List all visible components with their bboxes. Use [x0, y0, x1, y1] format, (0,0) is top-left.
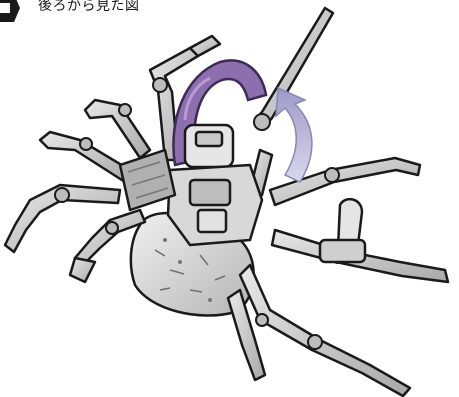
- step-marker-icon: [0, 0, 20, 28]
- view-caption: 後ろから見た図: [38, 0, 140, 16]
- rotation-arrow-icon: [276, 88, 312, 182]
- rear-figure: [320, 199, 365, 262]
